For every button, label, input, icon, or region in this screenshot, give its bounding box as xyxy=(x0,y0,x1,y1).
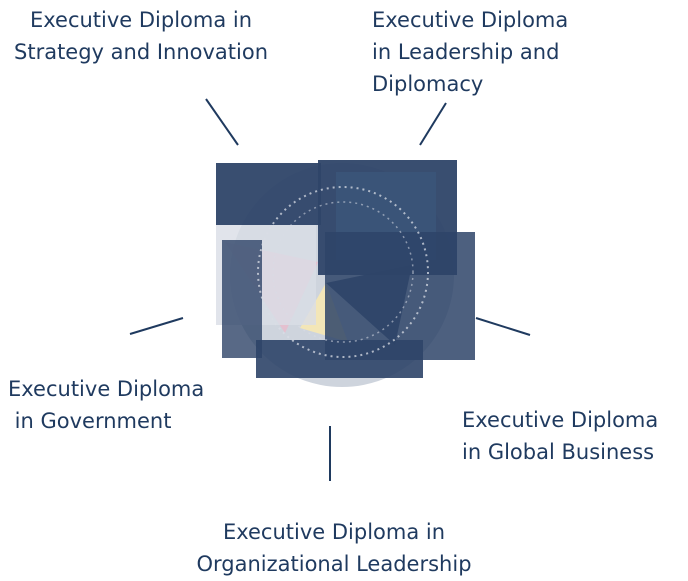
panel-top-left xyxy=(216,163,321,225)
label-line: Executive Diploma xyxy=(8,377,205,401)
label-leadership-diplomacy: Executive Diploma in Leadership and Dipl… xyxy=(372,4,568,100)
label-line: in Global Business xyxy=(462,440,655,464)
label-line: Strategy and Innovation xyxy=(14,40,269,64)
panel-right xyxy=(325,232,475,360)
label-line: in Leadership and xyxy=(372,40,560,64)
label-line: Executive Diploma in xyxy=(29,8,253,32)
connector-strategy xyxy=(205,98,239,146)
label-government: Executive Diploma in Government xyxy=(8,373,204,437)
connector-government xyxy=(129,317,184,335)
label-organizational-leadership: Executive Diploma in Organizational Lead… xyxy=(164,516,504,580)
panel-left-mid xyxy=(222,240,262,358)
label-line: Organizational Leadership xyxy=(196,552,472,576)
label-line: in Government xyxy=(8,409,172,433)
label-line: Diplomacy xyxy=(372,72,484,96)
panel-bottom xyxy=(256,340,423,378)
label-line: Executive Diploma xyxy=(462,408,659,432)
connector-leadership xyxy=(419,102,447,146)
label-line: Executive Diploma xyxy=(372,8,569,32)
graphic-dotted-ring xyxy=(257,186,429,358)
label-strategy-innovation: Executive Diploma in Strategy and Innova… xyxy=(14,4,268,68)
graphic-dotted-ring-inner xyxy=(272,201,414,343)
label-line: Executive Diploma in xyxy=(222,520,446,544)
connector-global xyxy=(475,317,531,336)
label-global-business: Executive Diploma in Global Business xyxy=(462,404,658,468)
